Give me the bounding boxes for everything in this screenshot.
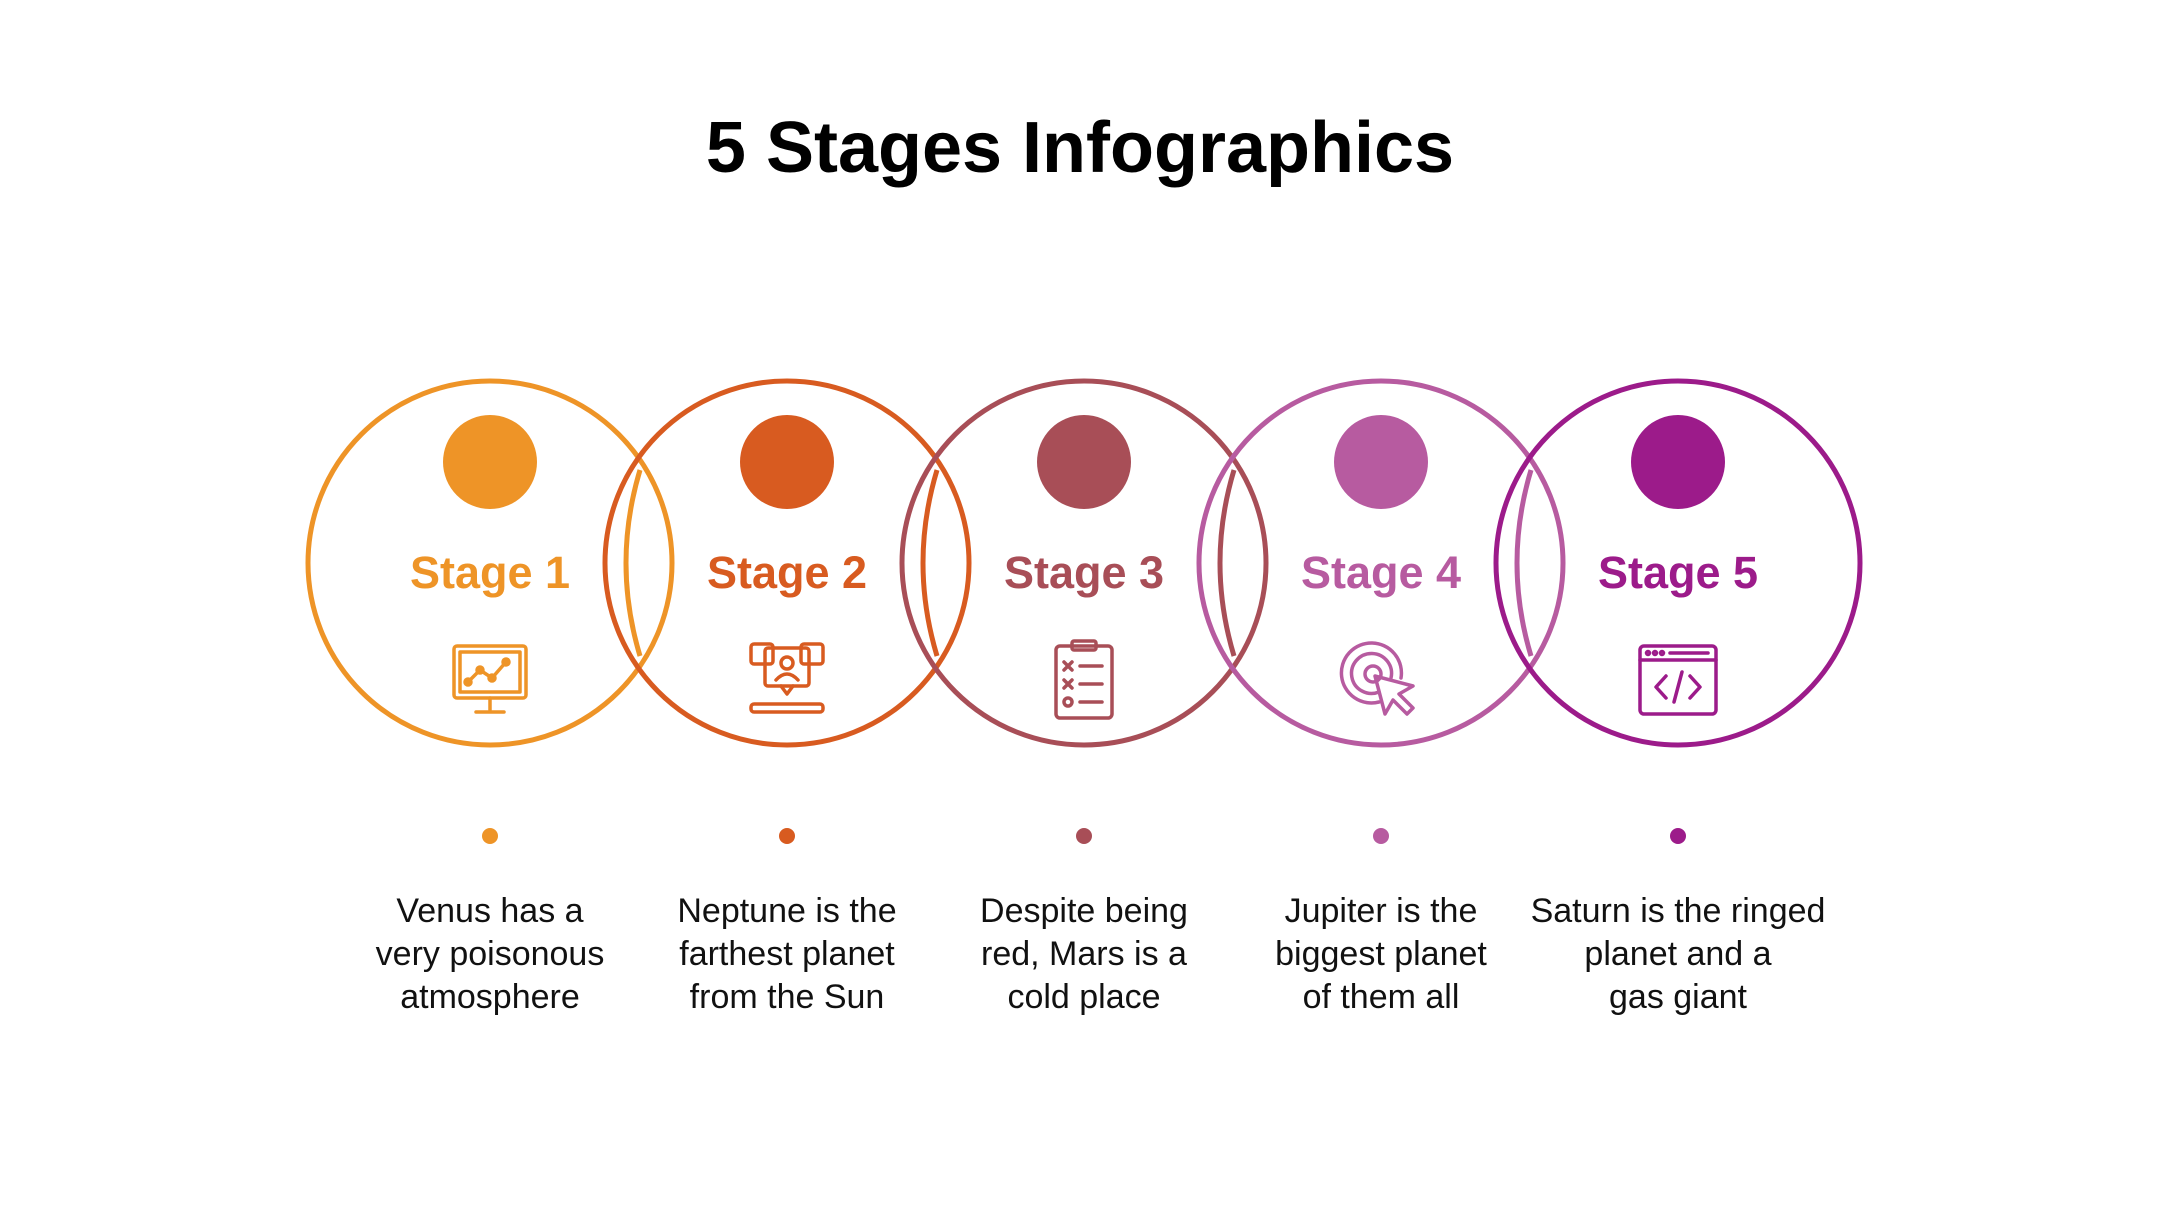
stage-5-ring [1493,378,1863,748]
stage-2-dot [740,415,834,509]
target-cursor-icon [1339,641,1415,716]
stage-4-ring [1196,378,1566,748]
stage-3-ring [899,378,1269,748]
stage-5-label: Stage 5 [1597,547,1759,598]
stage-3-description: Despite being red, Mars is a cold place [980,892,1188,1016]
overlap-arc-4 [1514,469,1534,657]
stage-1-label: Stage 1 [409,547,571,598]
chart-monitor-icon [452,644,528,714]
stage-1-marker [482,828,498,844]
stage-1-dot [443,415,537,509]
stage-4-dot [1334,415,1428,509]
overlap-arc-2 [920,469,940,657]
checklist-icon [1054,639,1114,720]
stage-4-description: Jupiter is the biggest planet of them al… [1275,892,1487,1016]
stage-3-dot [1037,415,1131,509]
stage-4-label: Stage 4 [1300,547,1462,598]
stage-2-ring [602,378,972,748]
stage-2-description: Neptune is the farthest planet from the … [677,892,897,1016]
stage-3-label: Stage 3 [1003,547,1165,598]
stage-1-description: Venus has a very poisonous atmosphere [375,892,605,1016]
page-title: 5 Stages Infographics [705,108,1455,188]
overlap-arc-3 [1217,469,1237,657]
stage-5-description: Saturn is the ringed planet and a gas gi… [1530,892,1826,1016]
stage-2-marker [779,828,795,844]
stage-5-dot [1631,415,1725,509]
code-window-icon [1638,644,1718,716]
stage-2-label: Stage 2 [706,547,868,598]
overlap-arc-1 [623,469,643,657]
stage-4-marker [1373,828,1389,844]
video-call-icon [749,642,825,714]
stage-5-marker [1670,828,1686,844]
stage-3-marker [1076,828,1092,844]
stage-1-ring [305,378,675,748]
